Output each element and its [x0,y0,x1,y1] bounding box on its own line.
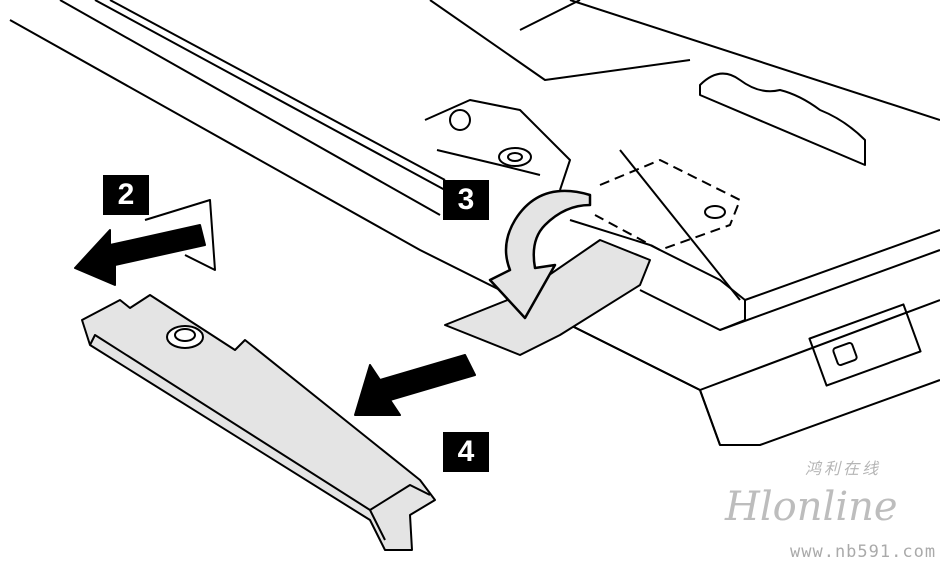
step-4-label: 4 [443,432,489,472]
arrow-2 [74,199,216,286]
watermark-logo: Hlonline [725,484,898,530]
slot [569,219,746,331]
watermark-url: www.nb591.com [790,542,937,562]
arrow-4 [354,354,476,416]
removed-cover [81,294,436,551]
laptop-base [9,0,940,446]
watermark-chinese: 鸿利在线 [805,459,882,478]
rubber-foot [699,72,866,166]
step-3-label: 3 [443,180,489,220]
step-2-label: 2 [103,175,149,215]
hidden-outline [594,159,741,251]
curved-arrow-3 [488,189,592,320]
latch-mechanism [424,99,571,191]
ribbon-cable [444,239,651,356]
